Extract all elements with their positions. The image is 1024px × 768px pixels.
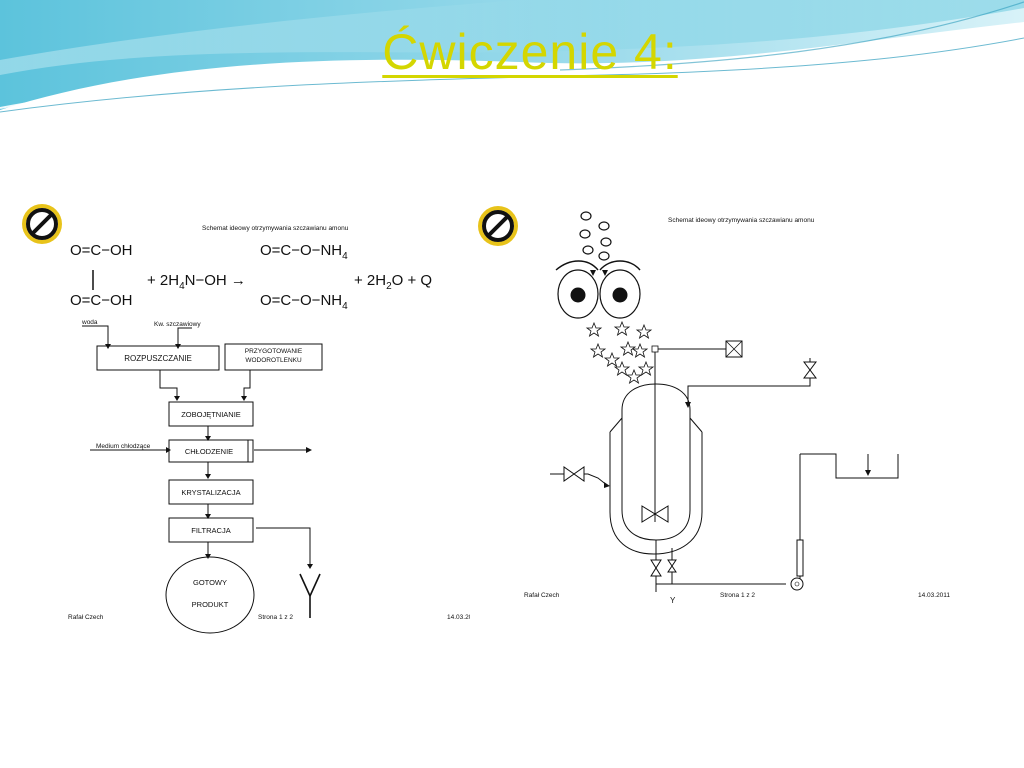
- reactant-bottom: O=C−OH: [70, 292, 133, 309]
- right-footer-page: Strona 1 z 2: [720, 592, 756, 599]
- smoke-puffs: [579, 211, 612, 261]
- reactor-vessel: [609, 383, 703, 555]
- right-sheet-drawing: [478, 206, 899, 592]
- right-footer-author: Rafał Czech: [524, 592, 560, 599]
- valve-top: [803, 361, 817, 379]
- box-crystallization-label: KRYSTALIZACJA: [181, 488, 241, 497]
- wave-line-1: [0, 27, 1024, 109]
- left-footer-date: 14.03.2011: [447, 614, 480, 621]
- label-water: woda: [82, 319, 98, 326]
- box-prep-label-2: WODOROTLENKU: [245, 357, 302, 364]
- box-crystallization: [168, 479, 254, 505]
- left-scheme-sheet: Schemat ideowy otrzymywania szczawianu a…: [22, 198, 518, 650]
- box-dissolving-label: ROZPUSZCZANIE: [124, 354, 192, 363]
- no-entry-logo-icon: [22, 204, 62, 244]
- outlet-label: Y: [670, 596, 676, 605]
- box-neutralization-label: ZOBOJĘTNIANIE: [181, 410, 241, 419]
- byproduct: + 2H2O + Q: [354, 272, 433, 292]
- label-cooling-medium: Medium chłodzące: [96, 443, 151, 450]
- valve-bottom-2: [667, 559, 677, 573]
- wave-line-3: [559, 1, 1024, 71]
- box-filtration: [168, 517, 254, 543]
- valve-bottom-1: [650, 559, 662, 577]
- feed-line-top: [687, 358, 811, 404]
- product-bottom: O=C−O−NH4: [260, 292, 348, 312]
- valve-side: [563, 466, 585, 482]
- arrowheads: [105, 344, 313, 569]
- left-sheet-drawing: [22, 204, 323, 634]
- product-label-1: GOTOWY: [192, 578, 228, 587]
- product-top: O=C−O−NH4: [260, 242, 348, 262]
- cartoon-eyes: [555, 260, 641, 319]
- agitator-blades: [641, 505, 669, 523]
- sparkle-stars: [585, 320, 655, 384]
- flow-lines: [82, 325, 311, 566]
- right-sheet-heading: Schemat ideowy otrzymywania szczawianu a…: [668, 217, 815, 224]
- outlet-symbol: [299, 573, 321, 618]
- left-footer-author: Rafał Czech: [68, 614, 104, 621]
- column-tube: [796, 539, 804, 577]
- box-prep-label-1: PRZYGOTOWANIE: [244, 348, 303, 355]
- box-dissolving: [96, 345, 220, 371]
- right-footer-date: 14.03.2011: [918, 592, 951, 599]
- no-entry-logo-icon: [478, 206, 518, 246]
- wave-light: [0, 0, 1024, 75]
- product-label-2: PRODUKT: [191, 600, 229, 609]
- slide-title: Ćwiczenie 4:: [382, 24, 678, 80]
- left-sheet-heading: Schemat ideowy otrzymywania szczawianu a…: [202, 225, 349, 232]
- right-scheme-sheet: Schemat ideowy otrzymywania szczawianu a…: [470, 192, 996, 630]
- box-cooling-label: CHŁODZENIE: [184, 447, 234, 456]
- motor-box: [651, 345, 659, 353]
- reagent-hydroxylamine: + 2H4N−OH →: [147, 272, 246, 292]
- box-hydroxide-prep: [224, 343, 323, 371]
- box-cooling: [168, 439, 254, 463]
- box-filtration-label: FILTRACJA: [191, 526, 231, 535]
- label-oxalic-acid: Kw. szczawiowy: [154, 321, 201, 328]
- pump-icon: [790, 577, 804, 591]
- wave-line-2: [0, 37, 1024, 113]
- product-ellipse: [165, 556, 255, 634]
- box-neutralization: [168, 401, 254, 427]
- reactant-top: O=C−OH: [70, 242, 133, 259]
- left-footer-page: Strona 1 z 2: [258, 614, 294, 621]
